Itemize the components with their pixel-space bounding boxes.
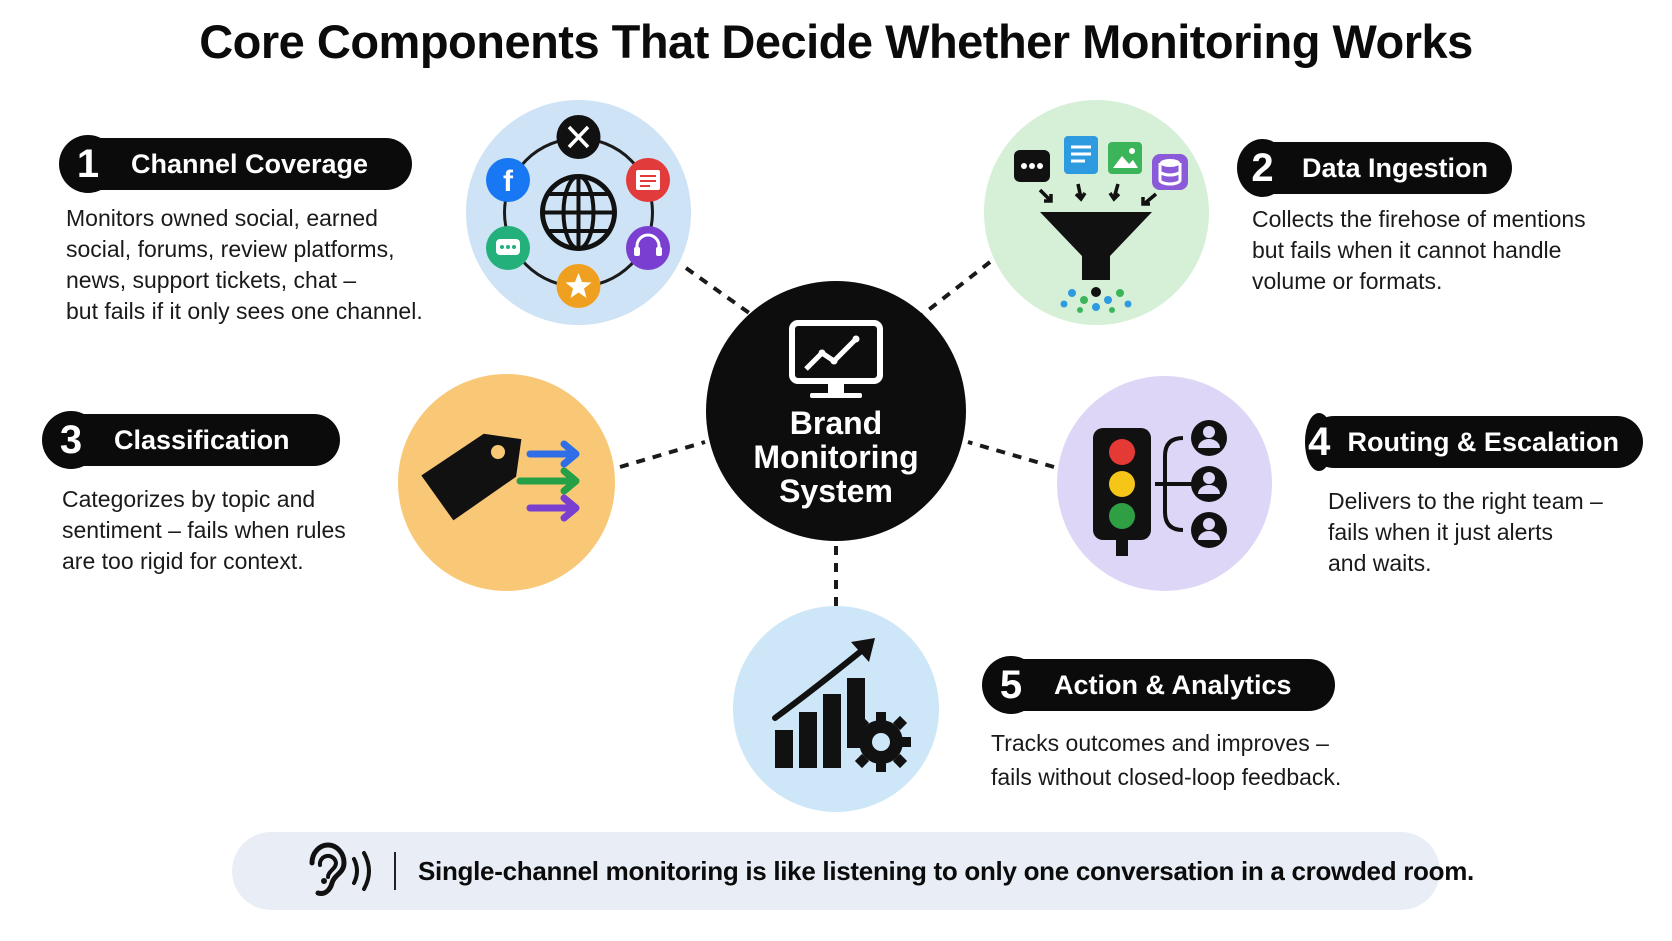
channel-coverage-circle: f bbox=[466, 100, 691, 325]
component-3-description: Categorizes by topic and sentiment – fai… bbox=[62, 486, 346, 574]
component-4-title: Routing & Escalation bbox=[1347, 426, 1619, 457]
component-4-number: 4 bbox=[1305, 413, 1334, 471]
x-logo-icon bbox=[556, 115, 601, 159]
component-2-description: Collects the firehose of mentions but fa… bbox=[1252, 206, 1586, 294]
users-icon bbox=[1191, 420, 1227, 548]
routing-circle bbox=[1057, 376, 1272, 591]
component-5-title: Action & Analytics bbox=[1054, 669, 1292, 700]
connector-4 bbox=[967, 440, 1055, 469]
component-2-title: Data Ingestion bbox=[1301, 152, 1488, 183]
arrows-icon bbox=[516, 440, 580, 522]
component-4-description: Delivers to the right team – fails when … bbox=[1328, 488, 1603, 576]
headset-icon bbox=[626, 226, 670, 270]
page-title: Core Components That Decide Whether Moni… bbox=[199, 15, 1473, 68]
tag-icon bbox=[421, 433, 522, 521]
svg-text:f: f bbox=[503, 165, 514, 198]
facebook-icon: f bbox=[486, 158, 530, 202]
component-5-header: 5 Action & Analytics bbox=[982, 656, 1335, 714]
news-icon bbox=[626, 158, 670, 202]
monitor-chart-icon bbox=[789, 320, 883, 398]
banner-text: Single-channel monitoring is like listen… bbox=[418, 856, 1474, 886]
component-1-number: 1 bbox=[59, 135, 117, 193]
component-4-header: 4 Routing & Escalation bbox=[1305, 413, 1643, 471]
component-2-header: 2 Data Ingestion bbox=[1237, 139, 1512, 197]
component-3-title: Classification bbox=[114, 424, 290, 455]
brand-monitoring-hub: Brand Monitoring System bbox=[706, 281, 966, 541]
analytics-circle bbox=[733, 606, 939, 812]
globe-icon bbox=[540, 174, 617, 251]
chat-icon bbox=[486, 226, 530, 270]
banner-separator bbox=[394, 852, 396, 890]
connector-1 bbox=[684, 266, 754, 317]
hub-label: Brand Monitoring System bbox=[753, 405, 919, 509]
trend-arrow-icon bbox=[772, 638, 875, 721]
component-3-header: 3 Classification bbox=[42, 411, 340, 469]
funnel-icon bbox=[1040, 212, 1152, 280]
component-2-number: 2 bbox=[1237, 139, 1288, 197]
gear-icon bbox=[851, 712, 911, 772]
chat-icon bbox=[1014, 150, 1050, 182]
data-ingestion-circle bbox=[984, 100, 1209, 325]
component-1-header: 1 Channel Coverage bbox=[59, 135, 412, 193]
component-5-number: 5 bbox=[982, 656, 1040, 714]
document-icon bbox=[1064, 136, 1098, 174]
bar-chart-icon bbox=[775, 678, 865, 768]
classification-circle bbox=[398, 374, 615, 591]
connector-3 bbox=[619, 440, 706, 469]
star-icon bbox=[556, 264, 601, 308]
component-1-title: Channel Coverage bbox=[131, 148, 369, 179]
component-3-number: 3 bbox=[42, 411, 100, 469]
component-5-description: Tracks outcomes and improves – fails wit… bbox=[991, 730, 1342, 790]
image-icon bbox=[1108, 142, 1142, 174]
takeaway-banner: Single-channel monitoring is like listen… bbox=[232, 832, 1474, 910]
connector-2 bbox=[920, 260, 992, 317]
database-icon bbox=[1152, 154, 1188, 190]
traffic-light-icon bbox=[1093, 428, 1151, 556]
component-1-description: Monitors owned social, earned social, fo… bbox=[66, 205, 423, 324]
ear-icon bbox=[309, 842, 371, 896]
